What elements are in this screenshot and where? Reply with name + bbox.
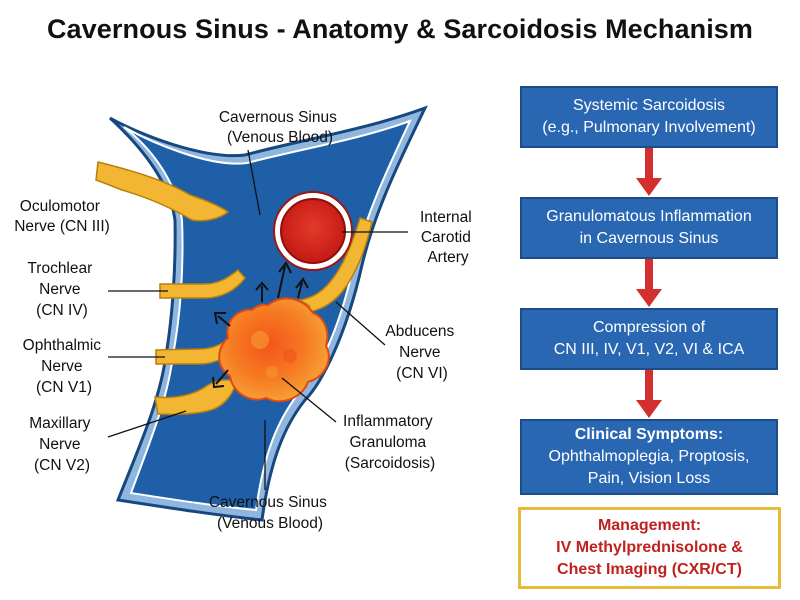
trochlear-nerve — [159, 268, 246, 299]
oculomotor-nerve — [95, 161, 230, 222]
flow-arrow-1 — [636, 148, 662, 196]
flow-arrow-3 — [636, 370, 662, 418]
label-internal-carotid-artery: Internal Carotid Artery — [420, 209, 476, 266]
compression-arrows — [212, 261, 309, 389]
flow-step-clinical-symptoms: Clinical Symptoms: Ophthalmoplegia, Prop… — [520, 419, 778, 495]
label-cavernous-sinus-top: Cavernous Sinus (Venous Blood) — [219, 109, 341, 146]
inflammatory-granuloma — [218, 297, 330, 403]
flow-step-systemic-sarcoidosis: Systemic Sarcoidosis (e.g., Pulmonary In… — [520, 86, 778, 148]
flow-arrow-2 — [636, 259, 662, 307]
flow-step-granulomatous-inflammation: Granulomatous Inflammation in Cavernous … — [520, 197, 778, 259]
internal-carotid-artery — [273, 191, 353, 271]
label-cavernous-sinus-bottom: Cavernous Sinus (Venous Blood) — [209, 494, 331, 532]
management-box: Management: IV Methylprednisolone & Ches… — [518, 507, 781, 589]
label-inflammatory-granuloma: Inflammatory Granuloma (Sarcoidosis) — [343, 413, 437, 472]
label-oculomotor-nerve: Oculomotor Nerve (CN III) — [14, 198, 110, 235]
label-ophthalmic-nerve: Ophthalmic Nerve (CN V1) — [23, 337, 106, 396]
label-maxillary-nerve: Maxillary Nerve (CN V2) — [29, 415, 94, 474]
label-abducens-nerve: Abducens Nerve (CN VI) — [385, 323, 458, 382]
page-title: Cavernous Sinus - Anatomy & Sarcoidosis … — [46, 14, 754, 44]
leader-lines — [107, 149, 408, 490]
flow-step-compression: Compression of CN III, IV, V1, V2, VI & … — [520, 308, 778, 370]
label-trochlear-nerve: Trochlear Nerve (CN IV) — [27, 260, 96, 319]
